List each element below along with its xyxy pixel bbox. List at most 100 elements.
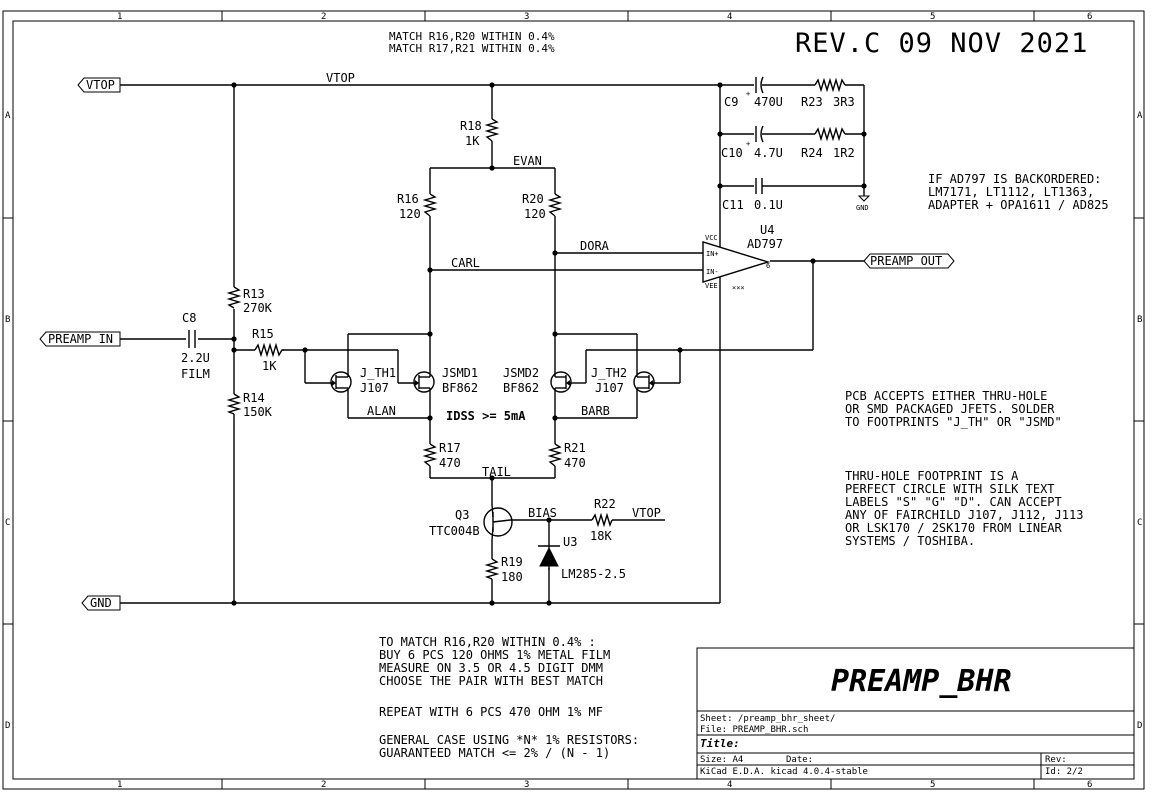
port-preamp-in-label: PREAMP_IN <box>48 332 113 346</box>
u4-vee: VEE <box>705 282 718 290</box>
port-gnd: GND <box>81 595 121 611</box>
c11-value: 0.1U <box>754 198 783 212</box>
jfet-jth1: J_TH1 J107 <box>330 366 396 397</box>
svg-text:OR LSK170 / 2SK170 FROM LINEAR: OR LSK170 / 2SK170 FROM LINEAR <box>845 521 1063 535</box>
r15-ref: R15 <box>252 327 274 341</box>
resistor-r22: R22 18K <box>590 497 616 543</box>
col-label: 5 <box>930 780 935 790</box>
svg-text:TO MATCH R16,R20 WITHIN 0.4% :: TO MATCH R16,R20 WITHIN 0.4% : <box>379 635 596 649</box>
net-bias: BIAS <box>528 506 557 520</box>
u4-inn: IN- <box>706 268 719 276</box>
svg-text:OR SMD PACKAGED JFETS. SOLDER: OR SMD PACKAGED JFETS. SOLDER <box>845 402 1055 416</box>
resistor-r16: R16 120 <box>397 190 438 221</box>
port-preamp-in: PREAMP_IN <box>39 331 121 347</box>
svg-text:PCB ACCEPTS EITHER THRU-HOLE: PCB ACCEPTS EITHER THRU-HOLE <box>845 389 1047 403</box>
col-label: 4 <box>727 780 732 790</box>
row-label: D <box>1137 721 1142 731</box>
capacitor-c10: + C10 4.7U <box>721 125 783 160</box>
r16-value: 120 <box>399 207 421 221</box>
svg-text:6: 6 <box>766 262 770 270</box>
net-barb: BARB <box>581 404 610 418</box>
gnd-symbol-label: GND <box>856 204 869 212</box>
r22-value: 18K <box>590 529 612 543</box>
jth1-value: J107 <box>360 381 389 395</box>
general-case-note: GENERAL CASE USING *N* 1% RESISTORS: GUA… <box>379 733 639 760</box>
net-dora: DORA <box>580 239 610 253</box>
c8-ref: C8 <box>182 311 196 325</box>
resistor-r14: R14 150K <box>226 390 273 419</box>
jsmd2-ref: JSMD2 <box>503 366 539 380</box>
backorder-note: IF AD797 IS BACKORDERED: LM7171, LT1112,… <box>928 172 1109 212</box>
col-label: 5 <box>930 12 935 22</box>
capacitor-c8: C8 2.2U FILM <box>181 311 210 381</box>
title-block-id: Id: 2/2 <box>1045 767 1083 777</box>
svg-text:×××: ××× <box>732 284 745 292</box>
col-label: 1 <box>117 780 122 790</box>
r14-ref: R14 <box>243 391 265 405</box>
r19-ref: R19 <box>501 555 523 569</box>
resistor-r13: R13 270K <box>226 283 273 315</box>
c8-type: FILM <box>181 367 210 381</box>
jth2-value: J107 <box>595 381 624 395</box>
jth1-ref: J_TH1 <box>360 366 396 380</box>
row-label: A <box>1137 111 1143 121</box>
title-block: PREAMP_BHR Sheet: /preamp_bhr_sheet/ Fil… <box>696 647 1135 780</box>
title-block-size: Size: A4 <box>700 755 743 765</box>
net-vtop-bias: VTOP <box>632 506 661 520</box>
r17-value: 470 <box>439 456 461 470</box>
c8-value: 2.2U <box>181 351 210 365</box>
capacitor-c9: + C9 470U <box>724 76 783 109</box>
border-column-labels: 1 2 3 4 5 6 1 2 3 4 5 6 A B C D A B C D <box>5 12 1143 790</box>
title-block-sheet: Sheet: /preamp_bhr_sheet/ <box>700 714 835 724</box>
idss-note: IDSS >= 5mA <box>446 409 526 423</box>
row-label: B <box>1137 315 1142 325</box>
resistor-r18: R18 1K <box>460 115 500 148</box>
resistor-r17: R17 470 <box>422 440 461 470</box>
net-evan: EVAN <box>513 154 542 168</box>
row-label: C <box>5 518 10 528</box>
title-block-file: File: PREAMP_BHR.sch <box>700 725 808 735</box>
jsmd1-value: BF862 <box>442 381 478 395</box>
port-vtop: VTOP <box>77 77 121 93</box>
port-vtop-label: VTOP <box>86 78 115 92</box>
r17-ref: R17 <box>439 441 461 455</box>
col-label: 1 <box>117 12 122 22</box>
reference-u3: U3 LM285-2.5 <box>538 535 626 581</box>
u4-value: AD797 <box>747 237 783 251</box>
c10-ref: C10 <box>721 146 743 160</box>
r21-value: 470 <box>564 456 586 470</box>
u3-ref: U3 <box>563 535 577 549</box>
svg-text:IF AD797 IS BACKORDERED:: IF AD797 IS BACKORDERED: <box>928 172 1101 186</box>
wires <box>120 84 865 604</box>
net-carl: CARL <box>451 256 480 270</box>
svg-text:PERFECT CIRCLE WITH SILK TEXT: PERFECT CIRCLE WITH SILK TEXT <box>845 482 1055 496</box>
svg-text:BUY 6 PCS 120 OHMS 1% METAL FI: BUY 6 PCS 120 OHMS 1% METAL FILM <box>379 648 610 662</box>
c9-ref: C9 <box>724 95 738 109</box>
u4-inp: IN+ <box>706 250 719 258</box>
u3-value: LM285-2.5 <box>561 567 626 581</box>
svg-text:TO FOOTPRINTS "J_TH" OR "JSMD": TO FOOTPRINTS "J_TH" OR "JSMD" <box>845 415 1062 429</box>
svg-text:LM7171, LT1112, LT1363,: LM7171, LT1112, LT1363, <box>928 185 1094 199</box>
q3-value: TTC004B <box>429 524 480 538</box>
svg-text:+: + <box>746 90 750 98</box>
match-note-1: MATCH R16,R20 WITHIN 0.4% <box>389 30 555 43</box>
jth2-ref: J_TH2 <box>591 366 627 380</box>
svg-text:CHOOSE THE PAIR WITH BEST MATC: CHOOSE THE PAIR WITH BEST MATCH <box>379 674 603 688</box>
svg-text:THRU-HOLE FOOTPRINT IS A: THRU-HOLE FOOTPRINT IS A <box>845 469 1019 483</box>
svg-text:ADAPTER + OPA1611 / AD825: ADAPTER + OPA1611 / AD825 <box>928 198 1109 212</box>
r24-value: 1R2 <box>833 146 855 160</box>
r18-value: 1K <box>465 134 480 148</box>
transistor-q3: Q3 TTC004B <box>429 504 513 541</box>
r14-value: 150K <box>243 405 273 419</box>
col-label: 3 <box>524 780 529 790</box>
r20-value: 120 <box>524 207 546 221</box>
col-label: 2 <box>321 780 326 790</box>
col-label: 6 <box>1087 780 1092 790</box>
jfet-jsmd2: JSMD2 BF862 <box>503 366 572 398</box>
r23-ref: R23 <box>801 95 823 109</box>
r15-value: 1K <box>262 359 277 373</box>
r21-ref: R21 <box>564 441 586 455</box>
col-label: 2 <box>321 12 326 22</box>
resistor-r20: R20 120 <box>522 190 563 221</box>
title-block-tool: KiCad E.D.A. kicad 4.0.4-stable <box>700 767 868 777</box>
